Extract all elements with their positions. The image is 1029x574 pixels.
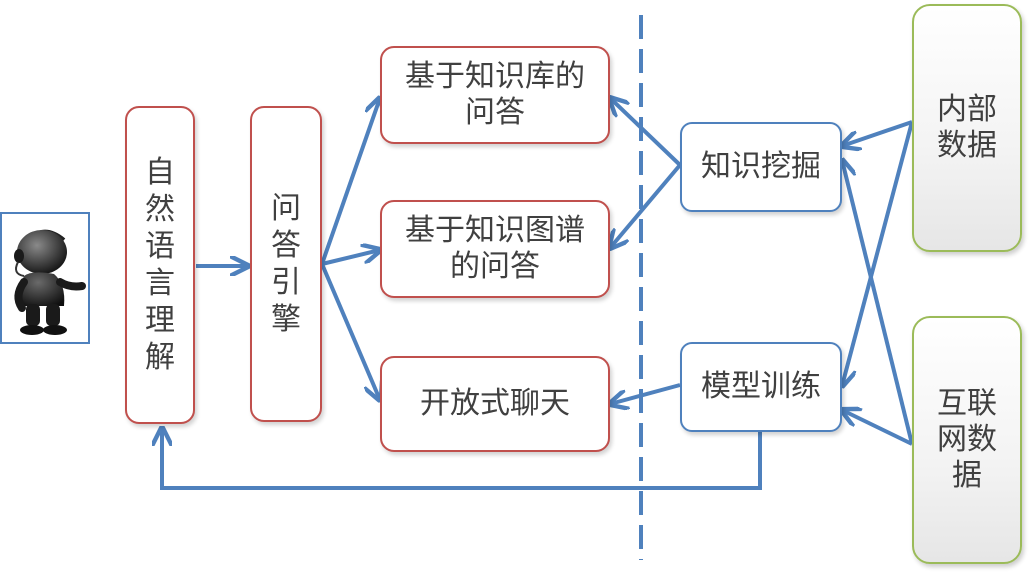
knowledge-mining-box: 知识挖掘 <box>680 122 842 212</box>
kb-qa-label: 基于知识库的 问答 <box>405 59 585 130</box>
arrow-engine-to-kbqa <box>320 98 380 265</box>
kg-qa-label: 基于知识图谱 的问答 <box>405 213 585 284</box>
kg-qa-box: 基于知识图谱 的问答 <box>380 200 610 298</box>
arrow-internal-to-mining <box>842 120 913 146</box>
arrow-engine-to-kgqa <box>321 250 380 266</box>
arrow-internal-to-training <box>842 121 914 386</box>
arrow-mining-to-kbqa <box>610 98 682 167</box>
kb-qa-box: 基于知识库的 问答 <box>380 46 610 144</box>
knowledge-mining-label: 知识挖掘 <box>701 149 821 184</box>
arrow-training-to-nlu <box>162 428 762 490</box>
user-figure-icon <box>14 229 86 335</box>
arrow-internet-to-mining <box>842 160 914 445</box>
internal-data-box: 内部 数据 <box>912 4 1022 252</box>
model-training-box: 模型训练 <box>680 342 842 432</box>
arrow-internet-to-training <box>842 410 913 446</box>
user-figure-frame <box>0 212 90 344</box>
open-chat-box: 开放式聊天 <box>380 356 610 452</box>
arrow-engine-to-chat <box>320 263 380 400</box>
arrow-mining-to-kgqa <box>610 163 682 248</box>
internet-data-box: 互联 网数 据 <box>912 316 1022 564</box>
qa-engine-label: 问 答 引 擎 <box>271 191 301 337</box>
internal-data-label: 内部 数据 <box>937 92 997 163</box>
arrow-training-to-chat <box>610 383 681 404</box>
nlu-label: 自 然 语 言 理 解 <box>145 155 175 375</box>
open-chat-label: 开放式聊天 <box>420 386 570 421</box>
nlu-box: 自 然 语 言 理 解 <box>125 106 195 424</box>
model-training-label: 模型训练 <box>701 369 821 404</box>
internet-data-label: 互联 网数 据 <box>937 386 997 493</box>
qa-engine-box: 问 答 引 擎 <box>250 106 322 422</box>
